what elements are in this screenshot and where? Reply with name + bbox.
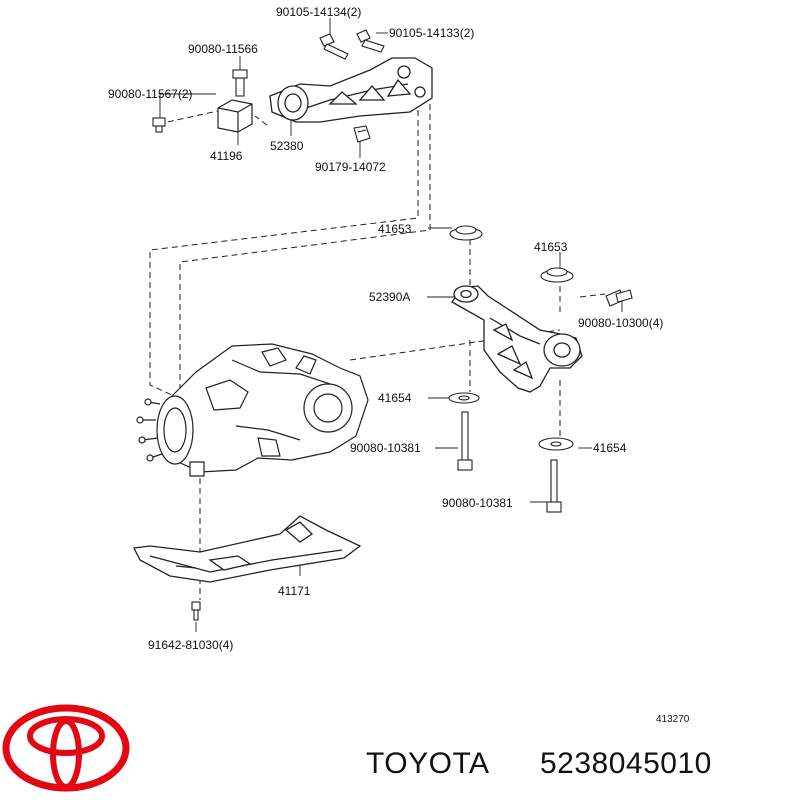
callout-90105-14133: 90105-14133(2) — [389, 26, 474, 40]
callout-90080-11567: 90080-11567(2) — [108, 87, 193, 101]
part-number: 5238045010 — [540, 747, 712, 780]
differential-housing — [136, 343, 369, 477]
brand-name: TOYOTA — [366, 747, 490, 780]
callout-52380: 52380 — [270, 139, 304, 153]
bolts-lower — [191, 289, 633, 621]
callout-41653-left: 41653 — [378, 222, 412, 236]
cushions — [448, 225, 574, 451]
callout-41653-right: 41653 — [534, 240, 568, 254]
callout-90080-11566: 90080-11566 — [188, 42, 258, 56]
callout-41171: 41171 — [278, 584, 311, 598]
callout-90080-10381-right: 90080-10381 — [442, 496, 513, 510]
callout-90080-10381-left: 90080-10381 — [350, 441, 421, 455]
callout-91642-81030: 91642-81030(4) — [148, 638, 233, 652]
callout-90105-14134: 90105-14134(2) — [276, 5, 361, 19]
bolts-upper — [152, 29, 385, 143]
diagram-reference-number: 413270 — [656, 714, 690, 725]
skid-plate — [133, 515, 362, 583]
rear-support-member — [451, 285, 583, 393]
callout-41654-right: 41654 — [593, 441, 627, 455]
callout-90080-10300: 90080-10300(4) — [578, 316, 663, 330]
callout-41196: 41196 — [210, 149, 243, 163]
callout-41654-left: 41654 — [378, 391, 412, 405]
bushing-41196 — [217, 99, 253, 133]
callout-52390A: 52390A — [369, 290, 410, 304]
toyota-logo-icon — [2, 704, 130, 792]
upper-support-bracket — [269, 57, 433, 123]
callout-labels: 90105-14134(2) 90105-14133(2) 90080-1156… — [108, 5, 663, 652]
callout-90179-14072: 90179-14072 — [315, 160, 386, 174]
